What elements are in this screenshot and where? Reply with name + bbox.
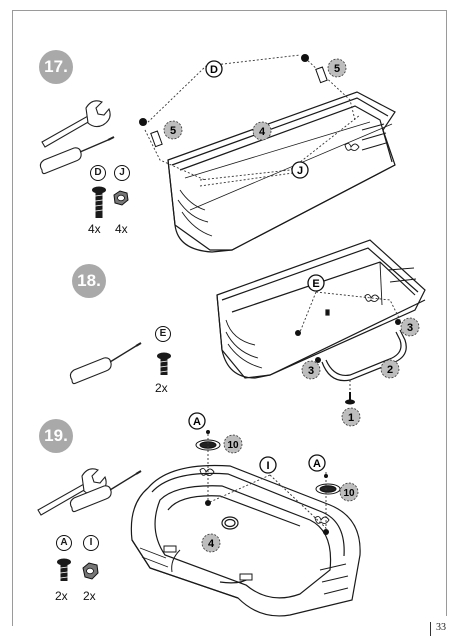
part-qty-j: 4x bbox=[115, 222, 128, 236]
callout-d bbox=[205, 60, 223, 78]
callout-10b-label: 10 bbox=[343, 488, 355, 499]
grill-lid-assembly bbox=[130, 464, 361, 617]
screwdriver-icon bbox=[69, 342, 142, 385]
part-label-j: J bbox=[114, 165, 130, 181]
screwdriver-icon bbox=[69, 470, 142, 513]
part-qty-e: 2x bbox=[155, 381, 168, 395]
callout-i-label: I bbox=[266, 460, 269, 472]
callout-2-label: 2 bbox=[387, 364, 393, 376]
callout-4-circle bbox=[201, 533, 221, 553]
callout-10a-label: 10 bbox=[227, 440, 239, 451]
part-qty-i: 2x bbox=[83, 589, 96, 603]
callout-1-circle bbox=[341, 407, 361, 427]
bracket-part-5 bbox=[150, 66, 328, 148]
callout-e-label: E bbox=[312, 278, 319, 290]
part-qty-a: 2x bbox=[55, 589, 68, 603]
thermometer-part-10 bbox=[195, 439, 341, 495]
callout-4-label: 4 bbox=[259, 126, 266, 138]
callout-j-label: J bbox=[297, 165, 303, 177]
callout-10a-circle bbox=[223, 434, 243, 454]
bolt-icon bbox=[157, 352, 171, 375]
callout-a2-circle bbox=[308, 454, 326, 472]
callout-d-label: D bbox=[210, 64, 218, 76]
callout-4-label: 4 bbox=[208, 538, 215, 550]
part-label-i: I bbox=[83, 535, 99, 551]
page-number-divider bbox=[430, 622, 431, 636]
callout-3a-circle bbox=[400, 317, 420, 337]
screw-mark-icon bbox=[205, 430, 329, 535]
callout-j bbox=[291, 161, 309, 179]
part-qty-d: 4x bbox=[88, 222, 101, 236]
callout-a2-label: A bbox=[313, 458, 321, 470]
wrench-icon bbox=[41, 100, 111, 148]
step-18-badge: 18. bbox=[72, 264, 106, 298]
nut-icon bbox=[82, 562, 99, 580]
callout-4-circle bbox=[252, 121, 272, 141]
assembly-guide-lines bbox=[207, 430, 327, 532]
callout-5b-circle bbox=[327, 58, 347, 78]
callout-5a-label: 5 bbox=[170, 125, 176, 137]
frame-top-rule bbox=[12, 10, 446, 11]
part-label-e: E bbox=[155, 326, 171, 342]
callout-3a-label: 3 bbox=[407, 322, 413, 334]
callout-10b-circle bbox=[339, 482, 359, 502]
callout-3b-label: 3 bbox=[308, 365, 314, 377]
callout-a1-circle bbox=[188, 412, 206, 430]
callout-a1-label: A bbox=[193, 416, 201, 428]
callout-2-circle bbox=[380, 359, 400, 379]
callout-e bbox=[307, 274, 325, 292]
callout-1-label: 1 bbox=[348, 412, 354, 424]
assembly-guide-lines bbox=[299, 291, 401, 398]
callout-i-circle bbox=[259, 456, 277, 474]
screwdriver-icon bbox=[39, 136, 115, 175]
screw-mark-icon bbox=[139, 54, 309, 126]
frame-right-rule bbox=[446, 10, 447, 616]
step-19-badge: 19. bbox=[39, 419, 73, 453]
callout-5a-circle bbox=[163, 120, 183, 140]
tray-part-4 bbox=[216, 239, 426, 379]
nut-icon bbox=[113, 190, 129, 206]
step-17-badge: 17. bbox=[39, 50, 73, 84]
frame-left-rule bbox=[12, 10, 13, 626]
callout-3b-circle bbox=[301, 360, 321, 380]
bolt-icon bbox=[92, 186, 106, 218]
part-label-d: D bbox=[90, 165, 106, 181]
part-label-a: A bbox=[56, 535, 72, 551]
page-number: 33 bbox=[436, 622, 446, 633]
screw-mark-icon bbox=[295, 319, 401, 405]
callout-5b-label: 5 bbox=[334, 63, 340, 75]
bolt-icon bbox=[57, 558, 71, 581]
